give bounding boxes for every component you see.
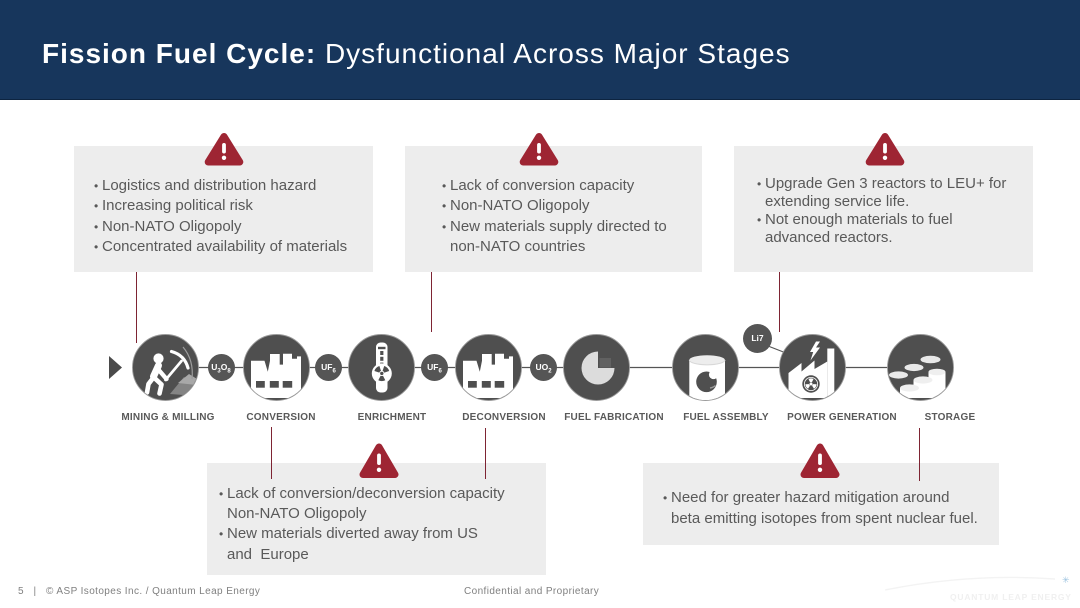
- svg-text:QUANTUM LEAP ENERGY: QUANTUM LEAP ENERGY: [950, 592, 1072, 602]
- svg-text:✳: ✳: [1062, 575, 1070, 585]
